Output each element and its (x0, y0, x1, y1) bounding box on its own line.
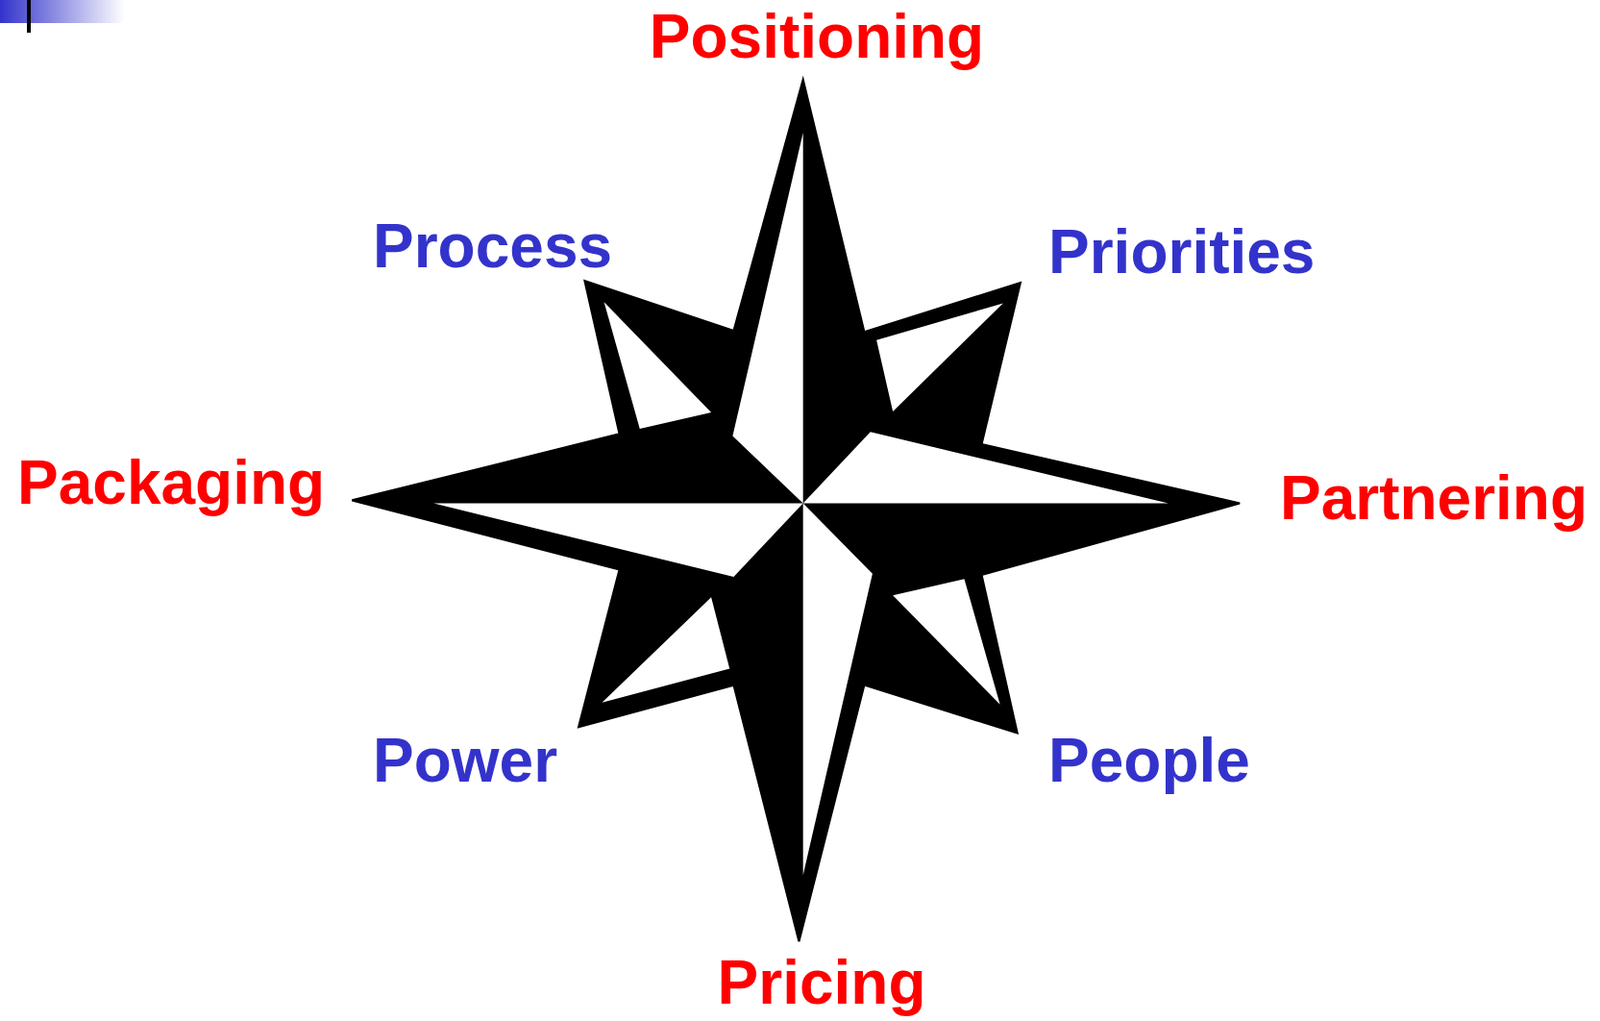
corner-tick (26, 0, 31, 33)
compass-label: Partnering (1280, 467, 1588, 529)
compass-label: Pricing (717, 951, 927, 1013)
compass-label: Process (372, 215, 613, 277)
compass-label: Positioning (649, 5, 985, 68)
compass-label: Packaging (17, 451, 325, 514)
compass-label: People (1048, 729, 1251, 791)
compass-label: Power (372, 729, 558, 791)
compass-label: Priorities (1048, 221, 1315, 283)
corner-bar (0, 0, 125, 24)
